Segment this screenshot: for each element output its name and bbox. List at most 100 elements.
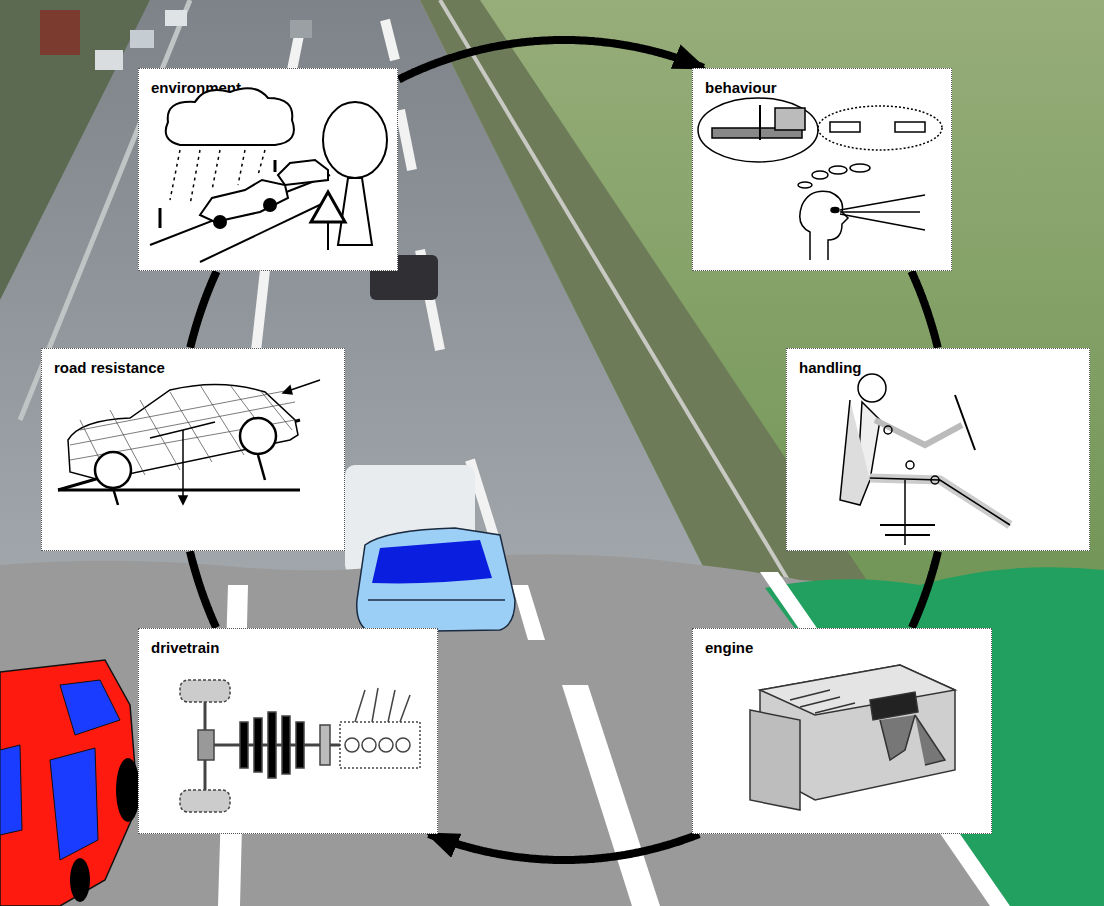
sketch-path [278,160,328,185]
sketch-ellipse [323,102,387,178]
stage-title: environment [151,79,241,96]
cycle-arc [190,272,216,348]
sketch-line [200,385,244,455]
sketch-circle [240,418,276,454]
sketch-rect [254,718,262,772]
sketch-ellipse [70,858,90,902]
sketch-circle [884,426,892,434]
sketch-line [113,488,118,505]
sketch-polygon [562,685,660,906]
sketch-rect [180,680,230,702]
sketch-circle [931,476,939,484]
sketch-rect [296,722,304,768]
sketch-line [840,214,925,230]
sketch-line [212,150,220,190]
light-blue-car [357,528,515,632]
sketch-line [880,524,935,526]
sketch-line [200,200,330,262]
sketch-path [372,540,492,583]
stage-title: road resistance [54,359,165,376]
cycle-arc [190,551,216,628]
sketch-path [840,400,870,505]
sketch-rect [712,128,802,138]
engine-sketch [750,665,955,810]
sketch-line [238,150,245,185]
sketch-rect [40,10,80,55]
sketch-path [166,88,294,145]
sketch-line [815,703,855,713]
road-foreground [0,554,1104,906]
sketch-rect [180,790,230,812]
sketch-ellipse [798,182,812,188]
sketch-line [58,420,300,490]
sketch-polygon [50,748,98,860]
sketch-polygon [870,692,918,720]
sketch-line [385,20,395,60]
sketch-line [790,690,830,700]
behaviour-sketch [698,98,942,260]
sketch-polygon [179,496,187,504]
sketch-path [68,384,298,480]
sketch-circle [858,374,886,402]
sketch-rect [198,730,214,760]
cycle-arc [399,40,704,80]
stage-title: handling [799,359,862,376]
sketch-path [870,478,1010,525]
sketch-line [285,380,320,392]
sketch-ellipse [698,98,818,162]
sketch-path [870,478,1010,525]
sketch-line [368,599,505,601]
road-resistance-sketch [58,380,320,505]
sketch-line [840,211,920,213]
sketch-line [190,150,200,205]
sketch-circle [95,452,131,488]
red-car [0,660,140,906]
sketch-line [759,105,761,140]
sketch-line [885,534,930,536]
sketch-g [70,385,295,480]
sketch-line [840,195,925,210]
sketch-circle [345,738,359,752]
sketch-line [800,697,840,707]
sketch-path [915,715,945,765]
sketch-polygon [760,665,955,800]
sketch-line [170,392,212,462]
sketch-line [110,410,145,475]
sketch-circle [362,738,376,752]
sketch-polygon [760,665,955,715]
sketch-ellipse [829,166,847,174]
sketch-line [258,150,265,175]
sketch-line [140,400,180,470]
sketch-rect [130,30,154,48]
sketch-line [904,525,906,545]
sketch-line [400,110,412,170]
sketch-rect [240,722,248,768]
stage-title: drivetrain [151,639,219,656]
sketch-ellipse [850,164,870,172]
sketch-ellipse [116,758,140,822]
sketch-path [200,180,288,222]
sketch-rect [830,122,860,132]
sketch-rect [282,716,290,774]
sketch-line [150,430,183,438]
sketch-circle [214,216,226,228]
sketch-line [183,422,215,430]
environment-sketch [150,88,387,262]
sketch-polygon [311,192,345,222]
sketch-circle [379,738,393,752]
stage-box: road resistance [41,348,345,551]
sketch-path [875,420,962,445]
sketch-line [80,390,290,430]
sketch-line [274,160,277,172]
sketch-polygon [283,386,292,394]
sketch-line [260,390,292,430]
sketch-rect [165,10,187,26]
sketch-rect [95,50,123,70]
traffic [40,10,475,575]
sketch-ellipse [818,106,942,150]
sketch-line [258,455,265,480]
